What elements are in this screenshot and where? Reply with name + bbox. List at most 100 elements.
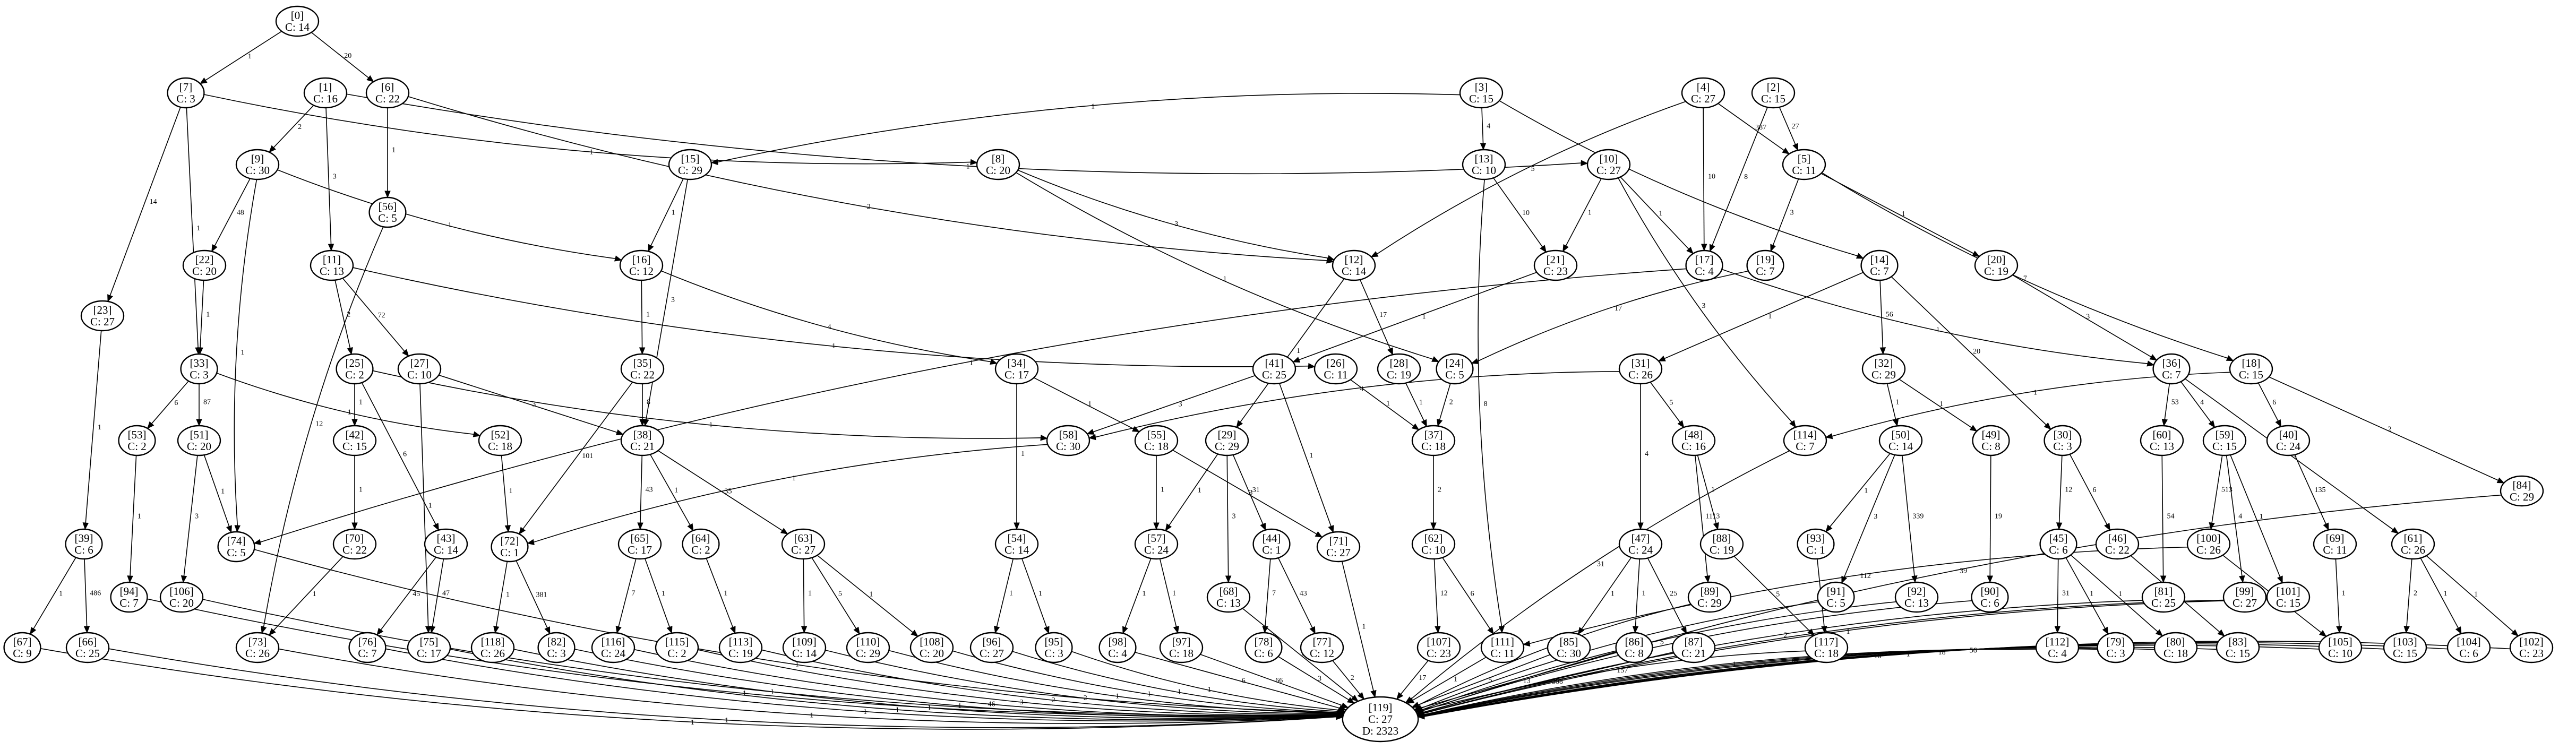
node-79[interactable]: [79]C: 3 <box>2097 632 2135 663</box>
node-94[interactable]: [94]C: 7 <box>110 581 148 613</box>
node-26[interactable]: [26]C: 11 <box>1313 353 1358 385</box>
node-102[interactable]: [102]C: 23 <box>2509 632 2554 663</box>
node-13[interactable]: [13]C: 10 <box>1462 149 1506 180</box>
node-88[interactable]: [88]C: 19 <box>1699 528 1744 560</box>
node-20[interactable]: [20]C: 19 <box>1974 249 2019 281</box>
node-58[interactable]: [58]C: 30 <box>1046 425 1090 456</box>
node-82[interactable]: [82]C: 3 <box>537 632 576 663</box>
node-48[interactable]: [48]C: 16 <box>1671 425 1716 456</box>
node-49[interactable]: [49]C: 8 <box>1972 425 2010 456</box>
node-23[interactable]: [23]C: 27 <box>80 300 125 332</box>
node-3[interactable]: [3]C: 15 <box>1459 77 1504 109</box>
node-104[interactable]: [104]C: 6 <box>2446 632 2491 663</box>
node-14[interactable]: [14]C: 7 <box>1860 249 1899 281</box>
node-52[interactable]: [52]C: 18 <box>478 425 522 456</box>
node-5[interactable]: [5]C: 11 <box>1782 149 1826 180</box>
node-65[interactable]: [65]C: 17 <box>617 528 662 560</box>
node-78[interactable]: [78]C: 6 <box>1244 632 1283 663</box>
node-19[interactable]: [19]C: 7 <box>1746 249 1784 281</box>
node-40[interactable]: [40]C: 24 <box>2266 425 2311 456</box>
node-27[interactable]: [27]C: 10 <box>397 353 442 385</box>
node-22[interactable]: [22]C: 20 <box>182 249 227 281</box>
node-25[interactable]: [25]C: 2 <box>336 353 374 385</box>
node-33[interactable]: [33]C: 3 <box>180 353 218 385</box>
node-71[interactable]: [71]C: 27 <box>1316 531 1361 563</box>
node-119[interactable]: [119]C: 27D: 2323 <box>1342 696 1419 743</box>
node-83[interactable]: [83]C: 15 <box>2216 632 2260 663</box>
node-74[interactable]: [74]C: 5 <box>217 531 255 563</box>
node-86[interactable]: [86]C: 8 <box>1615 632 1653 663</box>
node-59[interactable]: [59]C: 15 <box>2202 425 2247 456</box>
node-1[interactable]: [1]C: 16 <box>303 77 348 109</box>
node-113[interactable]: [113]C: 19 <box>718 632 763 663</box>
node-93[interactable]: [93]C: 1 <box>1797 528 1835 560</box>
node-114[interactable]: [114]C: 7 <box>1783 425 1827 456</box>
node-69[interactable]: [69]C: 11 <box>2313 528 2357 560</box>
node-116[interactable]: [116]C: 24 <box>591 632 636 663</box>
node-31[interactable]: [31]C: 26 <box>1618 353 1663 385</box>
node-108[interactable]: [108]C: 20 <box>909 632 954 663</box>
node-112[interactable]: [112]C: 4 <box>2035 632 2080 663</box>
node-29[interactable]: [29]C: 29 <box>1205 425 1249 456</box>
node-118[interactable]: [118]C: 26 <box>470 632 515 663</box>
node-105[interactable]: [105]C: 10 <box>2318 632 2363 663</box>
node-117[interactable]: [117]C: 18 <box>1804 632 1849 663</box>
node-8[interactable]: [8]C: 20 <box>976 149 1020 180</box>
node-50[interactable]: [50]C: 14 <box>1878 425 1923 456</box>
node-10[interactable]: [10]C: 27 <box>1586 149 1631 180</box>
node-54[interactable]: [54]C: 14 <box>994 528 1039 560</box>
node-16[interactable]: [16]C: 12 <box>619 249 664 281</box>
node-66[interactable]: [66]C: 25 <box>65 632 110 663</box>
node-43[interactable]: [43]C: 14 <box>424 528 468 560</box>
node-99[interactable]: [99]C: 27 <box>2222 581 2267 613</box>
node-51[interactable]: [51]C: 20 <box>177 425 221 456</box>
node-67[interactable]: [67]C: 9 <box>3 632 41 663</box>
node-92[interactable]: [92]C: 13 <box>1894 581 1939 613</box>
node-96[interactable]: [96]C: 27 <box>969 632 1014 663</box>
node-41[interactable]: [41]C: 25 <box>1252 353 1296 385</box>
node-2[interactable]: [2]C: 15 <box>1751 77 1796 109</box>
node-12[interactable]: [12]C: 14 <box>1332 249 1376 281</box>
node-84[interactable]: [84]C: 29 <box>2500 475 2544 507</box>
node-61[interactable]: [61]C: 26 <box>2391 528 2435 560</box>
node-98[interactable]: [98]C: 4 <box>1098 632 1137 663</box>
node-106[interactable]: [106]C: 20 <box>159 581 204 613</box>
node-34[interactable]: [34]C: 17 <box>994 353 1039 385</box>
node-55[interactable]: [55]C: 18 <box>1134 425 1179 456</box>
node-46[interactable]: [46]C: 22 <box>2095 528 2140 560</box>
node-62[interactable]: [62]C: 10 <box>1411 528 1456 560</box>
node-87[interactable]: [87]C: 21 <box>1671 632 1716 663</box>
node-39[interactable]: [39]C: 6 <box>65 528 103 560</box>
node-4[interactable]: [4]C: 27 <box>1681 77 1725 109</box>
node-37[interactable]: [37]C: 18 <box>1411 425 1456 456</box>
node-76[interactable]: [76]C: 7 <box>348 632 387 663</box>
node-107[interactable]: [107]C: 23 <box>1416 632 1461 663</box>
node-17[interactable]: [17]C: 4 <box>1685 249 1723 281</box>
node-9[interactable]: [9]C: 30 <box>235 149 280 180</box>
node-45[interactable]: [45]C: 6 <box>2039 528 2077 560</box>
node-18[interactable]: [18]C: 15 <box>2229 353 2273 385</box>
node-57[interactable]: [57]C: 24 <box>1134 528 1179 560</box>
node-60[interactable]: [60]C: 13 <box>2140 425 2184 456</box>
node-91[interactable]: [91]C: 5 <box>1817 581 1855 613</box>
node-35[interactable]: [35]C: 22 <box>620 353 665 385</box>
node-0[interactable]: [0]C: 14 <box>275 5 320 37</box>
node-110[interactable]: [110]C: 29 <box>846 632 890 663</box>
node-77[interactable]: [77]C: 12 <box>1300 632 1344 663</box>
node-7[interactable]: [7]C: 3 <box>167 77 205 109</box>
node-81[interactable]: [81]C: 25 <box>2141 581 2186 613</box>
node-24[interactable]: [24]C: 5 <box>1436 353 1474 385</box>
node-68[interactable]: [68]C: 13 <box>1206 581 1251 613</box>
node-63[interactable]: [63]C: 27 <box>781 528 826 560</box>
node-6[interactable]: [6]C: 22 <box>365 77 410 109</box>
node-28[interactable]: [28]C: 19 <box>1377 353 1421 385</box>
node-100[interactable]: [100]C: 26 <box>2186 528 2231 560</box>
node-89[interactable]: [89]C: 29 <box>1687 581 1732 613</box>
node-36[interactable]: [36]C: 7 <box>2152 353 2191 385</box>
node-97[interactable]: [97]C: 18 <box>1159 632 1204 663</box>
node-64[interactable]: [64]C: 2 <box>682 528 720 560</box>
node-15[interactable]: [15]C: 29 <box>668 149 712 180</box>
node-111[interactable]: [111]C: 11 <box>1480 632 1525 663</box>
node-75[interactable]: [75]C: 17 <box>407 632 451 663</box>
node-73[interactable]: [73]C: 26 <box>235 632 280 663</box>
